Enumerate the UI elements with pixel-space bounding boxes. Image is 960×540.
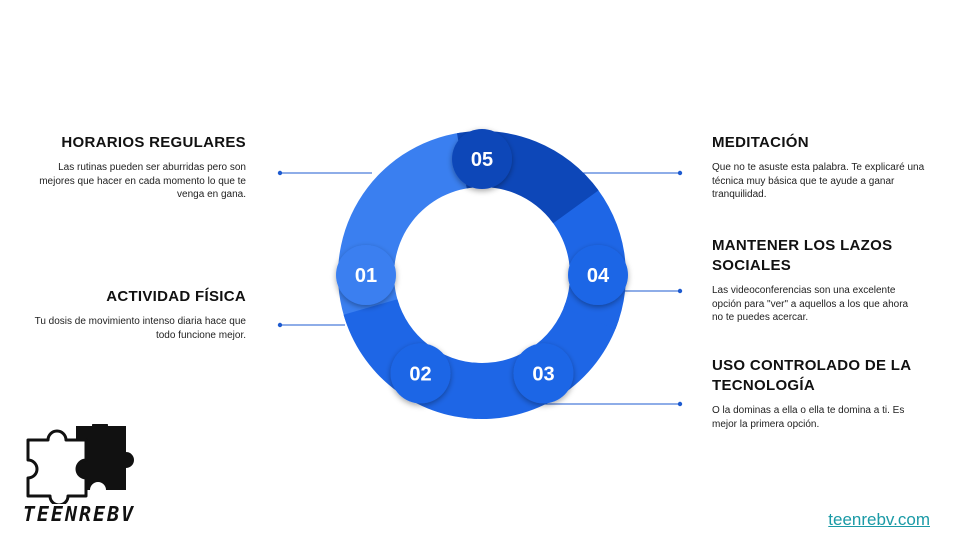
step-02-text: Tu dosis de movimiento intenso diaria ha… <box>34 316 246 341</box>
step-number-05: 05 <box>471 149 493 171</box>
step-03-text: O la dominas a ella o ella te domina a t… <box>712 405 905 430</box>
step-badge-04: 04 <box>568 245 628 305</box>
connector-dot-01 <box>277 170 283 176</box>
step-03-block: USO CONTROLADO DE LA TECNOLOGÍA O la dom… <box>712 356 922 431</box>
step-04-text: Las videoconferencias son una excelente … <box>712 285 909 323</box>
step-01-title: HORARIOS REGULARES <box>61 134 246 151</box>
step-badge-03: 03 <box>513 343 574 404</box>
connector-dot-04 <box>677 288 683 294</box>
step-badge-circle <box>452 129 512 189</box>
step-02-block: ACTIVIDAD FÍSICA Tu dosis de movimiento … <box>26 287 246 342</box>
connector-dot-02 <box>277 322 283 328</box>
step-01-block: HORARIOS REGULARES Las rutinas pueden se… <box>26 133 246 202</box>
step-04-block: MANTENER LOS LAZOS SOCIALES Las videocon… <box>712 236 912 325</box>
step-number-02: 02 <box>409 363 431 385</box>
step-number-03: 03 <box>532 363 554 385</box>
step-badge-circle <box>336 245 396 305</box>
brand-logo-text: TEENREBV <box>22 502 136 526</box>
step-number-01: 01 <box>355 265 377 287</box>
connector-dot-05 <box>677 170 683 176</box>
step-badge-circle <box>513 343 574 404</box>
website-link[interactable]: teenrebv.com <box>828 510 930 529</box>
step-05-title: MEDITACIÓN <box>712 134 809 151</box>
step-number-04: 04 <box>587 265 610 287</box>
step-05-block: MEDITACIÓN Que no te asuste esta palabra… <box>712 133 932 202</box>
puzzle-pieces-icon <box>26 418 134 507</box>
step-05-text: Que no te asuste esta palabra. Te explic… <box>712 162 925 200</box>
step-badge-circle <box>390 343 451 404</box>
step-02-title: ACTIVIDAD FÍSICA <box>106 288 246 305</box>
step-badge-circle <box>568 245 628 305</box>
step-badge-01: 01 <box>336 245 396 305</box>
step-badge-02: 02 <box>390 343 451 404</box>
brand-logo: TEENREBV <box>14 418 144 534</box>
step-01-text: Las rutinas pueden ser aburridas pero so… <box>39 162 246 200</box>
step-badge-05: 05 <box>452 129 512 189</box>
step-04-title: MANTENER LOS LAZOS SOCIALES <box>712 237 893 274</box>
connector-dot-03 <box>677 401 683 407</box>
step-03-title: USO CONTROLADO DE LA TECNOLOGÍA <box>712 357 911 394</box>
